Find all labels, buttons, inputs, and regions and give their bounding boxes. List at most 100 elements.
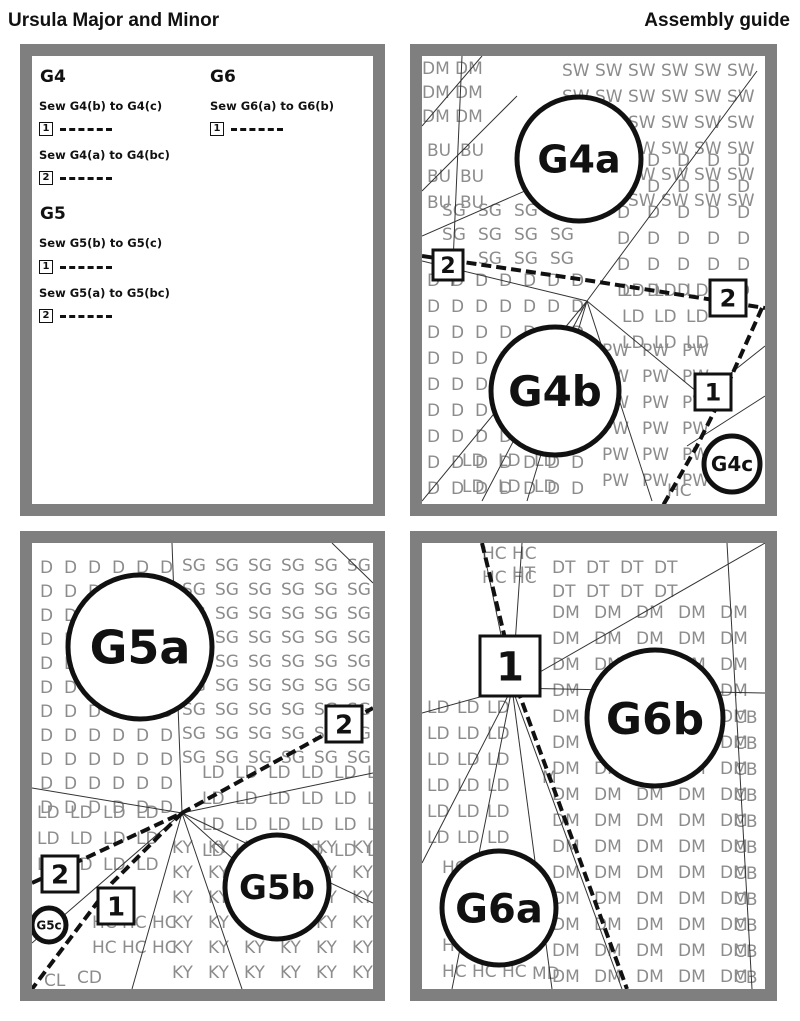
fabric-code: DM <box>552 785 580 805</box>
fabric-code: D <box>160 774 173 794</box>
fabric-code: SW <box>661 139 689 159</box>
seam-step-box <box>478 634 542 698</box>
step-text-g4-2: Sew G4(a) to G4(bc) <box>39 148 170 162</box>
fabric-code: DM <box>678 967 706 987</box>
piece-label: G4c <box>711 452 753 476</box>
piece-label-circle <box>32 905 69 945</box>
fabric-code: D <box>647 229 660 249</box>
fabric-code: DM <box>720 967 748 987</box>
fabric-code: DM <box>678 889 706 909</box>
fabric-code: D <box>64 726 77 746</box>
fabric-code: DM <box>552 941 580 961</box>
fabric-code: D <box>40 606 53 626</box>
fabric-code: HC <box>122 938 147 958</box>
fabric-code: LD <box>427 724 450 744</box>
fabric-code: LD <box>70 829 93 849</box>
fabric-code: D <box>677 203 690 223</box>
fabric-code: DM <box>720 889 748 909</box>
fabric-code: D <box>427 297 440 317</box>
fabric-code: SG <box>215 724 239 744</box>
fabric-code: CL <box>44 971 66 989</box>
fabric-code: SG <box>314 652 338 672</box>
fabric-code: DM <box>552 967 580 987</box>
step-number-g5-1: 1 <box>39 260 53 274</box>
fabric-code: DM <box>636 863 664 883</box>
fabric-code: D <box>707 255 720 275</box>
fabric-code: SG <box>347 580 371 600</box>
fabric-code: D <box>617 229 630 249</box>
fabric-code: DM <box>552 681 580 701</box>
fabric-code: D <box>451 427 464 447</box>
fabric-code: DM <box>552 837 580 857</box>
fabric-code: KY <box>316 938 338 958</box>
fabric-code: DM <box>720 629 748 649</box>
fabric-code: D <box>707 177 720 197</box>
fabric-code: D <box>737 151 750 171</box>
fabric-code: PW <box>602 445 629 465</box>
fabric-code: KY <box>352 963 373 983</box>
piece-edge <box>511 687 623 989</box>
fabric-code: D <box>136 798 149 818</box>
fabric-code: SW <box>628 61 656 81</box>
fabric-code: D <box>160 558 173 578</box>
fabric-code: KY <box>172 838 194 858</box>
fabric-code: PW <box>642 445 669 465</box>
fabric-code: D <box>64 702 77 722</box>
fabric-code: D <box>427 349 440 369</box>
fabric-code: LD <box>457 776 480 796</box>
fabric-code: SG <box>347 604 371 624</box>
group-heading-g4: G4 <box>40 67 66 87</box>
fabric-code: LD <box>301 789 324 809</box>
fabric-code: SG <box>248 604 272 624</box>
fabric-code: D <box>647 151 660 171</box>
fabric-code: SW <box>661 191 689 211</box>
piece-label-circle <box>439 848 559 968</box>
fabric-code: D <box>475 349 488 369</box>
fabric-code: BU <box>427 167 451 187</box>
piece-label-circle <box>701 433 763 495</box>
fabric-code: DM <box>594 785 622 805</box>
fabric-code: KY <box>208 938 230 958</box>
fabric-code: SW <box>694 113 722 133</box>
fabric-code: KY <box>280 963 302 983</box>
fabric-code: LD <box>103 803 126 823</box>
fabric-code: D <box>737 177 750 197</box>
fabric-code: D <box>677 229 690 249</box>
piece-edge <box>181 772 373 814</box>
fabric-code: D <box>136 750 149 770</box>
fabric-code: D <box>88 726 101 746</box>
fabric-code: D <box>451 375 464 395</box>
fabric-code: D <box>451 479 464 499</box>
fabric-code: LD <box>202 763 225 783</box>
fabric-code: SG <box>550 249 574 269</box>
fabric-code: DM <box>455 107 483 127</box>
fabric-code: LD <box>487 750 510 770</box>
seam-step-number: 2 <box>335 710 353 740</box>
fabric-code: CB <box>734 760 758 780</box>
fabric-code: LD <box>334 841 357 861</box>
fabric-code: D <box>707 203 720 223</box>
fabric-code: SG <box>215 580 239 600</box>
fabric-code: D <box>677 151 690 171</box>
fabric-code: D <box>737 255 750 275</box>
fabric-code: DM <box>636 889 664 909</box>
fabric-code: SG <box>314 676 338 696</box>
fabric-code: KY <box>172 863 194 883</box>
fabric-code: DM <box>636 785 664 805</box>
fabric-code: SG <box>281 604 305 624</box>
fabric-code: CB <box>734 942 758 962</box>
fabric-code: SG <box>314 748 338 768</box>
fabric-code: KY <box>352 913 373 933</box>
fabric-code: KY <box>172 888 194 908</box>
fabric-code: PW <box>642 393 669 413</box>
page-title: Ursula Major and Minor <box>8 10 220 31</box>
fabric-code: LD <box>654 333 677 353</box>
fabric-code: SG <box>514 225 538 245</box>
fabric-code: D <box>451 401 464 421</box>
fabric-code: KY <box>172 913 194 933</box>
fabric-code: DM <box>594 629 622 649</box>
fabric-code: SG <box>514 201 538 221</box>
fabric-code: SW <box>628 191 656 211</box>
fabric-code: SG <box>314 604 338 624</box>
